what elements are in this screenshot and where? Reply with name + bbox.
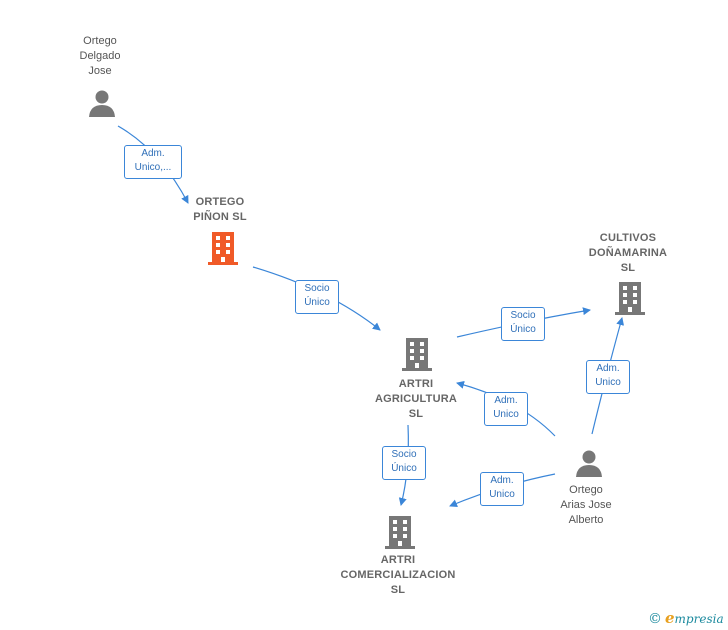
node-label-ortego-delgado: Ortego Delgado Jose [79, 35, 121, 77]
node-label-ortego-pinon: ORTEGO PIÑON SL [193, 196, 247, 223]
building-icon[interactable] [207, 230, 239, 266]
node-label-artri-agricultura: ARTRI AGRICULTURA SL [374, 378, 458, 420]
building-icon[interactable] [401, 336, 433, 372]
person-icon[interactable] [87, 88, 117, 118]
person-icon[interactable] [574, 448, 604, 478]
edge-label-adm-unico[interactable]: Adm. Unico [586, 360, 630, 394]
brand-name: mpresia [674, 612, 724, 626]
brand-logo: ©empresia [648, 609, 724, 627]
node-label-ortego-arias: Ortego Arias Jose Alberto [560, 484, 612, 526]
edge-label-socio-unico[interactable]: Socio Único [501, 307, 545, 341]
edge-label-socio-unico[interactable]: Socio Único [295, 280, 339, 314]
edge-label-adm-unico[interactable]: Adm. Unico [484, 392, 528, 426]
copyright-symbol: © [648, 611, 662, 627]
node-label-cultivos: CULTIVOS DOÑAMARINA SL [588, 232, 668, 274]
brand-e: e [665, 609, 675, 627]
building-icon[interactable] [384, 514, 416, 550]
edge-label-adm-unico[interactable]: Adm. Unico,... [124, 145, 182, 179]
edge-label-socio-unico[interactable]: Socio Único [382, 446, 426, 480]
edge-label-adm-unico[interactable]: Adm. Unico [480, 472, 524, 506]
node-label-artri-comercializacion: ARTRI COMERCIALIZACION SL [340, 554, 456, 596]
building-icon[interactable] [614, 280, 646, 316]
